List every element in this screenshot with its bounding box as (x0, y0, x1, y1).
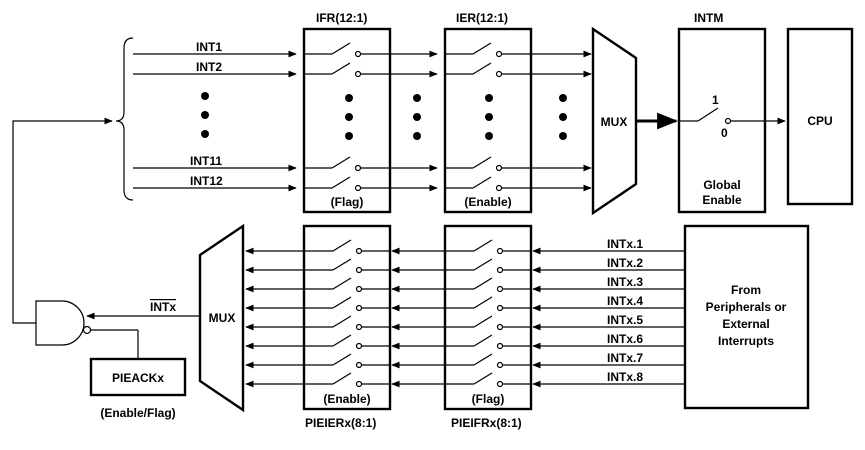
intm-caption-line2: Enable (702, 193, 742, 207)
pieack-box (89, 357, 187, 397)
ifr-switches (304, 42, 390, 192)
intm-title: INTM (694, 11, 723, 25)
ifr-ellipsis-dots (345, 94, 353, 140)
ifr-register (302, 27, 392, 214)
ier-ellipsis-dots (485, 94, 493, 140)
pie-input-label-7: INTx.7 (607, 351, 643, 365)
source-line2: Peripherals or (706, 300, 787, 314)
ier-to-mux-lines (531, 50, 592, 192)
intm-switch-on-label: 1 (712, 93, 719, 107)
and-gate-inverter-bubble (82, 325, 92, 335)
pie-input-label-2: INTx.2 (607, 256, 643, 270)
ier-switches (445, 42, 531, 192)
pie-input-label-4: INTx.4 (607, 294, 643, 308)
upper-block: INT1 INT2 INT11 INT12 IFR(12:1) (Flag) (115, 11, 854, 216)
ier-title: IER(12:1) (456, 11, 508, 25)
pieier-to-mux-lines (245, 247, 304, 388)
pieier-title: PIEIERx(8:1) (305, 416, 376, 430)
pieack-label: PIEACKx (112, 371, 164, 385)
pieifr-to-pieier-lines (391, 247, 445, 388)
lower-block: From Peripherals or External Interrupts … (12, 117, 810, 430)
input-ellipsis-dots (201, 92, 209, 138)
intx-output-label: INTx (150, 300, 176, 314)
pie-input-lines (532, 247, 685, 388)
input-brace (115, 37, 134, 201)
lower-mux-label: MUX (209, 311, 236, 325)
pieifr-caption: (Flag) (472, 392, 505, 406)
ifr-input-lines (133, 50, 297, 192)
input-label-int11: INT11 (190, 154, 222, 168)
cpu-box (786, 27, 854, 206)
ier-caption: (Enable) (464, 195, 511, 209)
pieier-switches (304, 239, 390, 388)
pie-input-label-8: INTx.8 (607, 370, 643, 384)
intm-switch (679, 107, 765, 125)
source-line3: External (722, 317, 769, 331)
lower-mux (198, 223, 245, 413)
ier-mux-ellipsis-dots (559, 94, 567, 140)
ifr-title: IFR(12:1) (316, 11, 367, 25)
intm-caption-line1: Global (703, 178, 740, 192)
ifr-to-ier-lines (390, 50, 438, 192)
source-line1: From (731, 283, 761, 297)
input-label-int2: INT2 (196, 60, 222, 74)
pieier-caption: (Enable) (323, 392, 370, 406)
pie-input-label-5: INTx.5 (607, 313, 643, 327)
pie-input-label-3: INTx.3 (607, 275, 643, 289)
feedback-line (12, 117, 113, 324)
cpu-label: CPU (807, 114, 832, 128)
and-gate (35, 300, 85, 346)
upper-mux (591, 26, 638, 216)
peripheral-source-box (683, 224, 810, 410)
input-label-int12: INT12 (190, 174, 223, 188)
pie-input-label-1: INTx.1 (607, 237, 643, 251)
pieack-caption: (Enable/Flag) (100, 406, 175, 420)
intm-switch-off-label: 0 (721, 126, 728, 140)
ifr-caption: (Flag) (331, 195, 364, 209)
ier-register (443, 27, 533, 214)
pieier-register (302, 224, 392, 411)
source-line4: Interrupts (718, 334, 774, 348)
ifr-ier-ellipsis-dots (413, 94, 421, 140)
pieifr-title: PIEIFRx(8:1) (451, 416, 522, 430)
upper-mux-label: MUX (601, 115, 628, 129)
pieifr-register (443, 224, 533, 411)
input-label-int1: INT1 (196, 40, 222, 54)
pieifr-switches (445, 239, 531, 388)
pie-input-label-6: INTx.6 (607, 332, 643, 346)
